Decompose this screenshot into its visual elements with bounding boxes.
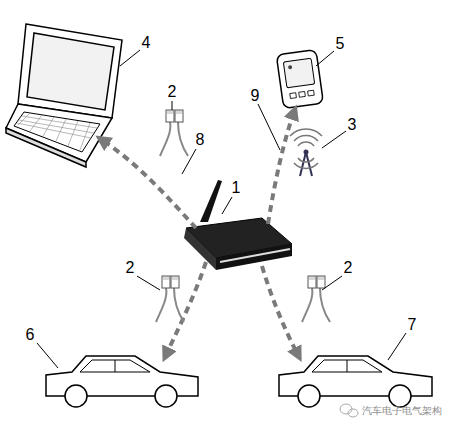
callout-number: 2 — [168, 84, 177, 100]
callout-number: 7 — [408, 317, 417, 333]
watermark-icon — [340, 404, 358, 417]
callout-number: 3 — [348, 117, 357, 133]
callout-number: 2 — [344, 260, 353, 276]
leader-line — [37, 50, 406, 368]
callout-number: 8 — [196, 132, 205, 148]
callout-number: 2 — [126, 260, 135, 276]
car — [46, 356, 432, 407]
callout-number: 6 — [26, 327, 35, 343]
callout-number: 1 — [232, 180, 241, 196]
laptop — [6, 24, 122, 167]
cable-plug — [156, 110, 330, 322]
router — [184, 180, 292, 270]
wireless-symbol — [290, 129, 322, 176]
callout-number: 5 — [336, 36, 345, 52]
connection-arrow — [102, 112, 298, 355]
callout-number: 9 — [251, 88, 260, 104]
callout-number: 4 — [142, 35, 151, 51]
watermark: 汽车电子电气架构 — [362, 406, 442, 416]
mobile-phone — [276, 49, 323, 108]
